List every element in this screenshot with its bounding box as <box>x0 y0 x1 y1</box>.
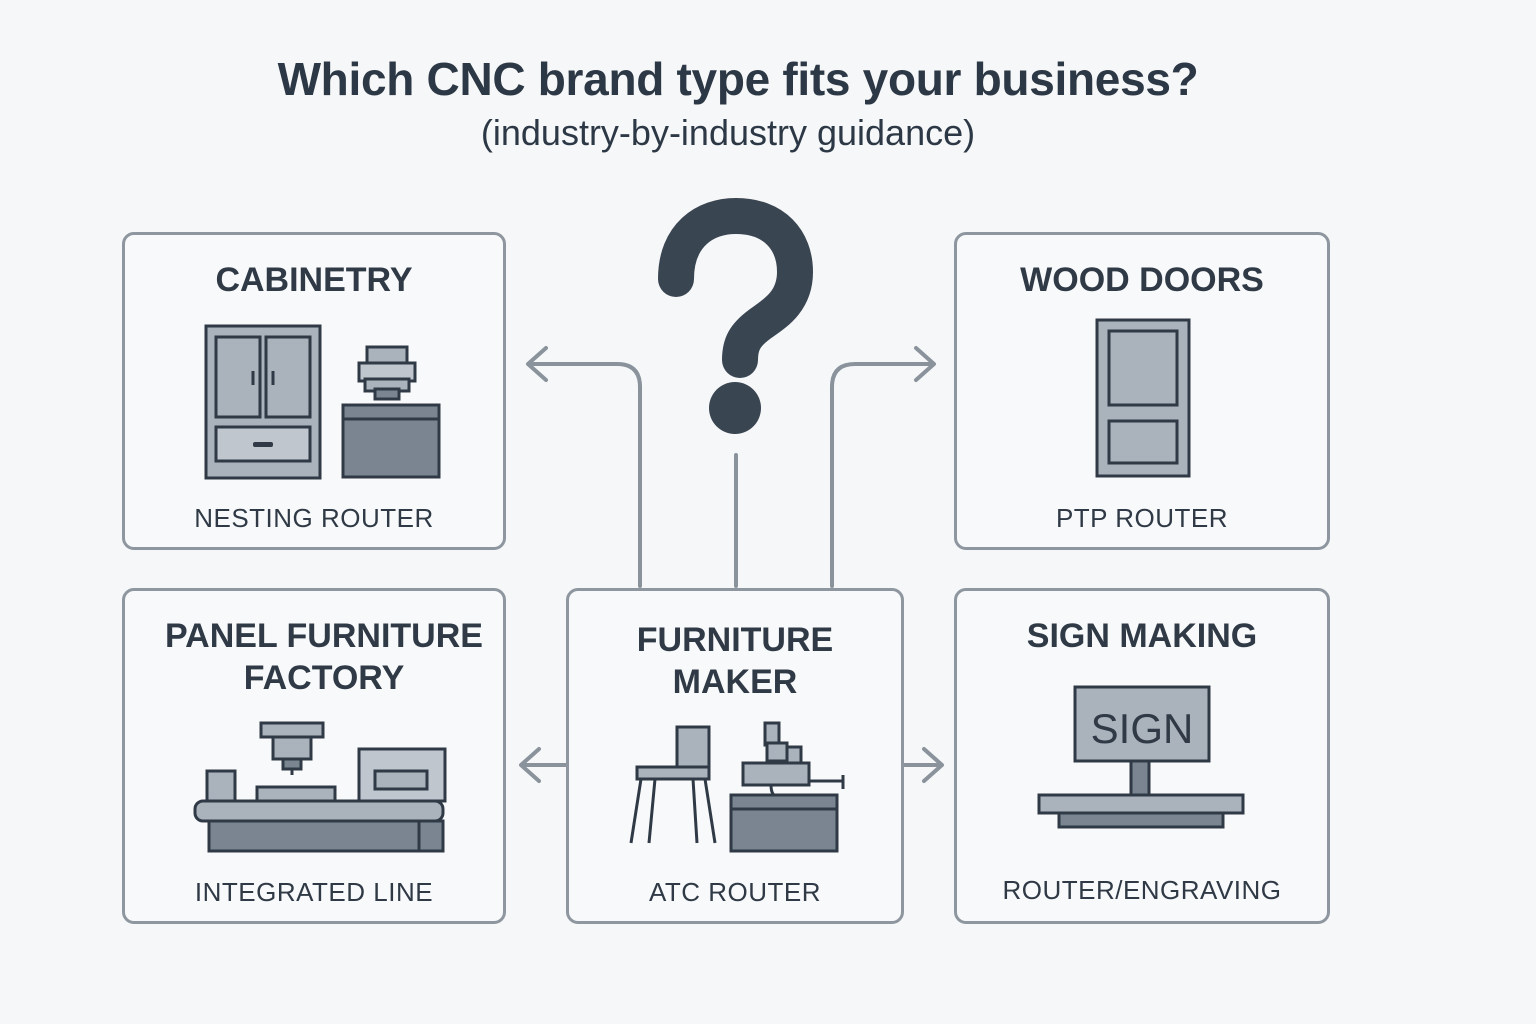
card-label: ROUTER/ENGRAVING <box>1002 875 1282 905</box>
cabinet-icon <box>204 324 322 480</box>
arrowhead-wood-doors <box>914 346 936 382</box>
arrowhead-sign-making <box>922 747 944 783</box>
sign-board-icon: SIGN <box>1037 685 1245 829</box>
card-title-line2: MAKER <box>672 663 798 701</box>
card-title-line1: PANEL FURNITURE <box>165 617 483 655</box>
card-label: INTEGRATED LINE <box>194 877 434 907</box>
arrowhead-cabinetry <box>526 346 548 382</box>
card-label: PTP ROUTER <box>1055 503 1229 533</box>
card-furniture-maker[interactable]: FURNITURE MAKER ATC ROUTER <box>566 588 904 924</box>
card-cabinetry[interactable]: CABINETRY NESTING ROUTER <box>122 232 506 550</box>
integrated-line-icon <box>193 721 447 853</box>
card-title-line1: FURNITURE <box>636 621 834 659</box>
card-label: ATC ROUTER <box>648 877 822 907</box>
sign-text: SIGN <box>1091 705 1194 752</box>
card-sign-making[interactable]: SIGN MAKING SIGN ROUTER/ENGRAVING <box>954 588 1330 924</box>
card-panel-furniture[interactable]: PANEL FURNITURE FACTORY INTEGRATED LINE <box>122 588 506 924</box>
page-subtitle: (industry-by-industry guidance) <box>480 112 976 153</box>
nesting-router-icon <box>341 345 441 479</box>
card-wood-doors[interactable]: WOOD DOORS PTP ROUTER <box>954 232 1330 550</box>
connector-to-cabinetry <box>528 362 642 588</box>
page-title: Which CNC brand type fits your business? <box>277 53 1199 105</box>
card-title: CABINETRY <box>215 261 413 299</box>
card-title: SIGN MAKING <box>1026 617 1258 655</box>
door-icon <box>1095 318 1191 478</box>
chair-icon <box>629 725 717 844</box>
atc-router-icon <box>729 721 845 853</box>
card-label: NESTING ROUTER <box>194 503 434 533</box>
arrowhead-panel-furniture <box>519 747 541 783</box>
card-title-line2: FACTORY <box>243 659 405 697</box>
question-mark-icon <box>658 197 814 434</box>
card-title: WOOD DOORS <box>1020 261 1264 299</box>
connector-to-wood-doors <box>830 362 934 588</box>
